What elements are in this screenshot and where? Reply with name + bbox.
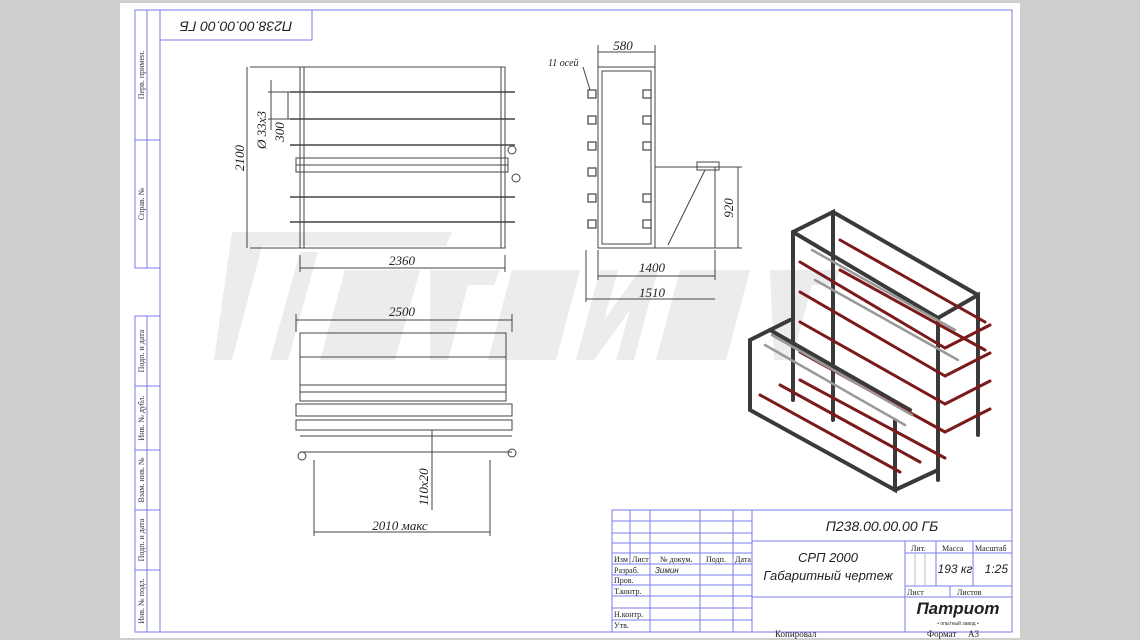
side-view [582, 45, 742, 302]
strip-label: Взам. инв. № [137, 457, 146, 502]
dim-top-width: 2500 [389, 304, 416, 319]
tb-header-sign: Подп. [706, 555, 726, 564]
strip-label: Инв. № подл. [137, 578, 146, 624]
tb-role: Утв. [614, 621, 629, 630]
tb-format: А3 [968, 629, 979, 639]
tb-role: Разраб. [614, 566, 639, 575]
tb-header-date: Дата [735, 555, 751, 564]
paper [120, 0, 1020, 638]
dim-front-width: 2360 [389, 253, 416, 268]
tb-format-label: Формат [927, 629, 956, 639]
tb-mass-label: Масса [942, 544, 964, 553]
tb-header-doc: № докум. [660, 555, 692, 564]
company-logo-subtitle: • опытный завод • [937, 620, 979, 627]
tb-role: Т.контр. [614, 587, 641, 596]
strip-label: Подп. и дата [137, 518, 146, 561]
tb-developer: Зимин [655, 566, 679, 575]
watermark-logo [214, 232, 840, 360]
dim-pipe: Ø 33х3 [254, 111, 269, 150]
tb-header-izm: Изм [614, 555, 628, 564]
tb-role: Пров. [614, 576, 634, 585]
dim-table-height: 920 [721, 198, 736, 218]
title-block [611, 509, 1013, 633]
tb-scale: 1:25 [985, 562, 1009, 576]
axes-note: 11 осей [548, 58, 579, 69]
tb-mass: 193 кг [938, 562, 973, 576]
tb-code: П238.00.00.00 ГБ [826, 518, 939, 534]
company-logo: Патриот [916, 599, 999, 618]
tb-name-line2: Габаритный чертеж [763, 568, 893, 583]
dim-side-depth: 580 [613, 38, 633, 53]
top-view [295, 314, 517, 536]
tb-name-line1: СРП 2000 [798, 550, 859, 565]
tb-sheet-label: Лист [907, 588, 924, 597]
strip-label: Перв. примен. [137, 51, 146, 100]
tb-sheets-label: Листов [957, 588, 982, 597]
dim-pitch: 300 [272, 122, 287, 143]
rotated-stamp: П238.00.00.00 ГБ [180, 18, 293, 34]
strip-label: Подп. и дата [137, 329, 146, 372]
dim-front-height: 2100 [232, 145, 247, 172]
tb-scale-label: Масштаб [975, 544, 1007, 553]
front-view [246, 66, 521, 272]
dim-profile: 110х20 [416, 468, 431, 506]
dim-max-width: 2010 макс [372, 518, 428, 533]
drawing-frame [134, 9, 1013, 633]
isometric-view [748, 208, 992, 494]
tb-copied: Копировал [775, 629, 817, 639]
strip-label: Справ. № [137, 187, 146, 220]
dim-1510: 1510 [639, 285, 666, 300]
tb-lit-label: Лит. [911, 544, 926, 553]
dim-1400: 1400 [639, 260, 666, 275]
tb-header-list: Лист [632, 555, 649, 564]
strip-label: Инв. № дубл. [137, 395, 146, 440]
tb-role: Н.контр. [614, 610, 643, 619]
